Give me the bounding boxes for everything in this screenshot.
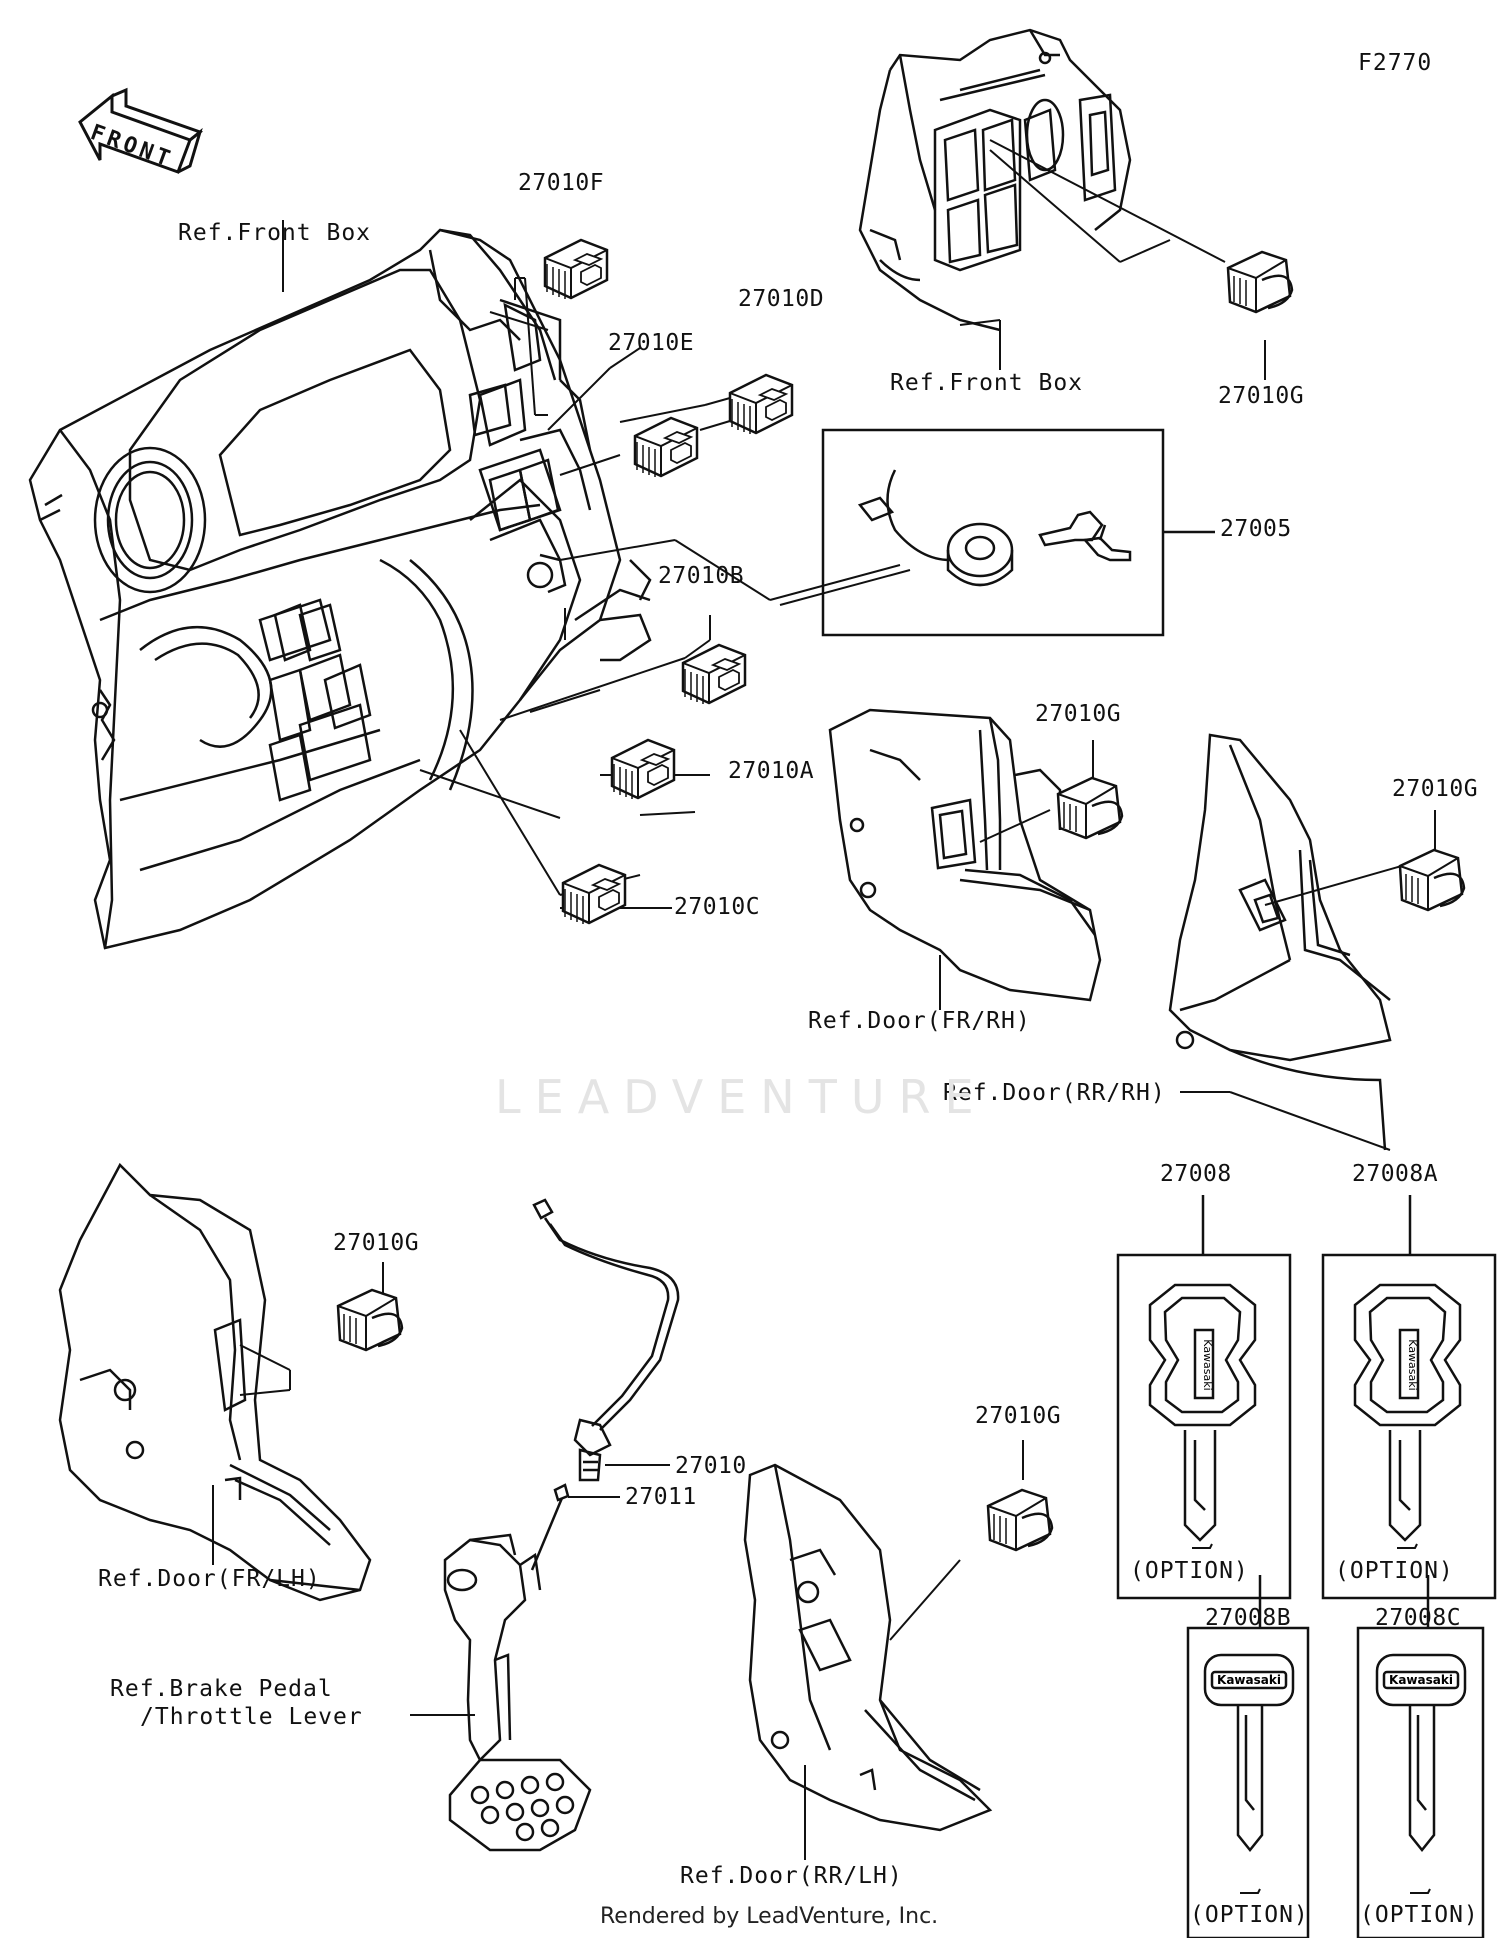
ref-front-box-label-1: Ref.Front Box bbox=[178, 220, 372, 246]
rocker-switch-27010A bbox=[610, 738, 676, 801]
part-number-27008A: 27008A bbox=[1352, 1161, 1439, 1187]
ref-door-fr-lh-label: Ref.Door(FR/LH) bbox=[98, 1566, 321, 1592]
option-label-27008A: (OPTION) bbox=[1335, 1558, 1454, 1584]
option-label-27008: (OPTION) bbox=[1130, 1558, 1249, 1584]
part-number-27011: 27011 bbox=[625, 1484, 697, 1510]
footer-credit: Rendered by LeadVenture, Inc. bbox=[600, 1904, 939, 1929]
rocker-switch-27010F bbox=[543, 238, 609, 301]
part-number-27010B: 27010B bbox=[658, 563, 745, 589]
figure-code: F2770 bbox=[1358, 50, 1433, 76]
rocker-switch-27010G-rrrh bbox=[1398, 848, 1466, 912]
leader-lines-upper bbox=[959, 139, 1266, 380]
ignition-switch-box bbox=[821, 428, 1215, 637]
part-number-27010: 27010 bbox=[675, 1453, 747, 1479]
key-brand-text-27008B: Kawasaki bbox=[1217, 1673, 1281, 1687]
rocker-switch-27010E bbox=[633, 416, 699, 479]
rocker-switch-27010G-top bbox=[1226, 250, 1294, 314]
door-rr-lh bbox=[743, 1463, 993, 1832]
key-brand-text-27008C: Kawasaki bbox=[1389, 1673, 1453, 1687]
part-number-27010G-top: 27010G bbox=[1218, 383, 1305, 409]
leader-door-rr-lh bbox=[804, 1440, 1024, 1860]
brake-pedal bbox=[443, 1533, 592, 1852]
option-marks bbox=[1192, 1543, 1431, 1894]
part-number-27008C: 27008C bbox=[1375, 1605, 1462, 1631]
ref-brake-pedal-label-1: Ref.Brake Pedal bbox=[110, 1676, 333, 1702]
ref-front-box-label-2: Ref.Front Box bbox=[890, 370, 1084, 396]
part-number-27005: 27005 bbox=[1220, 516, 1292, 542]
key-boxes bbox=[1116, 1195, 1497, 1938]
ref-brake-pedal-label-2: /Throttle Lever bbox=[140, 1704, 363, 1730]
key-icon-27008 bbox=[1148, 1283, 1257, 1542]
key-icon-27008B bbox=[1203, 1653, 1295, 1853]
key-brand-text-27008: Kawasaki bbox=[1201, 1339, 1214, 1390]
key-brand-text-27008A: Kawasaki bbox=[1406, 1339, 1419, 1390]
door-fr-lh bbox=[58, 1162, 372, 1602]
rocker-switch-27010G-rrlh bbox=[986, 1488, 1054, 1552]
part-number-27008: 27008 bbox=[1160, 1161, 1232, 1187]
part-number-27010D: 27010D bbox=[738, 286, 825, 312]
key-icon-27008C bbox=[1375, 1653, 1467, 1853]
part-number-27010E: 27010E bbox=[608, 330, 695, 356]
part-number-27010G-rrrh: 27010G bbox=[1392, 776, 1479, 802]
part-number-27010A: 27010A bbox=[728, 758, 815, 784]
option-label-27008C: (OPTION) bbox=[1360, 1902, 1479, 1928]
door-fr-rh bbox=[828, 708, 1102, 1002]
ref-door-rr-rh-label: Ref.Door(RR/RH) bbox=[943, 1080, 1166, 1106]
part-number-27010G-frrh: 27010G bbox=[1035, 701, 1122, 727]
front-box-upper bbox=[858, 28, 1132, 332]
watermark: LEADVENTURE bbox=[495, 1070, 988, 1124]
leader-lines bbox=[282, 220, 901, 909]
ref-door-fr-rh-label: Ref.Door(FR/RH) bbox=[808, 1008, 1031, 1034]
front-arrow-icon bbox=[78, 87, 204, 174]
option-label-27008B: (OPTION) bbox=[1190, 1902, 1309, 1928]
part-number-27008B: 27008B bbox=[1205, 1605, 1292, 1631]
leader-27010-27011 bbox=[568, 1464, 670, 1498]
door-rr-rh bbox=[1168, 733, 1392, 1151]
leader-door-rr-rh bbox=[1180, 810, 1436, 1151]
rocker-switch-27010C bbox=[561, 863, 627, 926]
leader-27010B-box bbox=[779, 569, 911, 606]
key-icon-27008A bbox=[1353, 1283, 1462, 1542]
part-number-27010G-frlh: 27010G bbox=[333, 1230, 420, 1256]
rocker-switch-27010G-frlh bbox=[336, 1288, 404, 1352]
front-box-dashboard bbox=[28, 228, 652, 950]
part-number-27010G-rrlh: 27010G bbox=[975, 1403, 1062, 1429]
part-number-27010F: 27010F bbox=[518, 170, 605, 196]
part-number-27010C: 27010C bbox=[674, 894, 761, 920]
stop-switch-sensor bbox=[530, 1198, 680, 1571]
rocker-switch-27010D bbox=[728, 373, 794, 436]
rocker-switch-27010G-frrh bbox=[1056, 776, 1124, 840]
ref-door-rr-lh-label: Ref.Door(RR/LH) bbox=[680, 1863, 903, 1889]
